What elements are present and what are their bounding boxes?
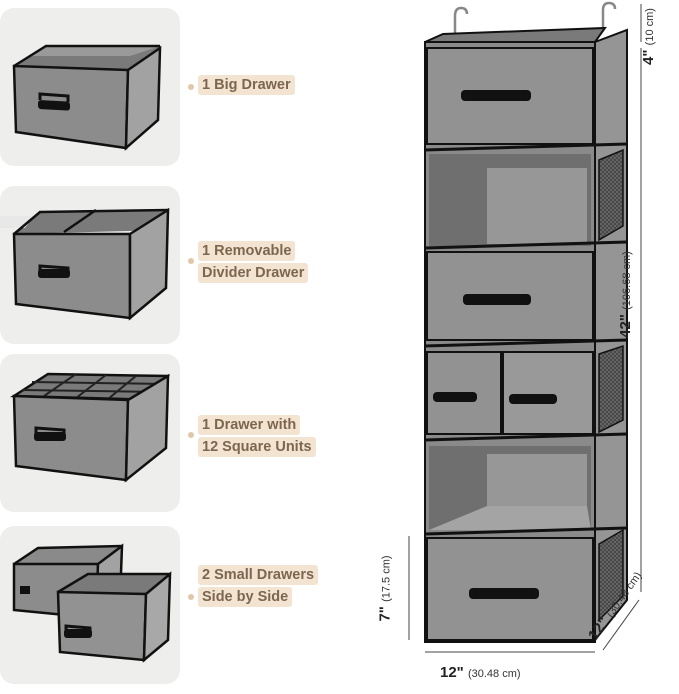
feature-label-2b: Divider Drawer [198, 263, 309, 283]
bullet-dot [188, 432, 194, 438]
dimension-drawer: 7" (17.5 cm) [376, 555, 394, 622]
bullet-dot [188, 84, 194, 90]
feature-label-4: 2 Small Drawers [198, 565, 319, 585]
hanging-organizer-illustration [408, 1, 642, 653]
feature-label-3b: 12 Square Units [198, 437, 316, 457]
dimension-top: 4" (10 cm) [639, 8, 657, 65]
bullet-dot [188, 594, 194, 600]
hook-icon [453, 1, 617, 40]
grid-drawer-icon [9, 372, 170, 483]
bullet-dot [188, 258, 194, 264]
big-drawer-icon [12, 44, 162, 151]
handle-icon [509, 394, 557, 404]
feature-panel-divider-drawer [0, 186, 180, 344]
feature-label-2: 1 Removable [198, 241, 296, 261]
feature-label-4b: Side by Side [198, 587, 293, 607]
two-small-drawers-icon [12, 543, 172, 663]
feature-panel-grid-drawer [0, 354, 180, 512]
handle-icon [469, 588, 539, 599]
dimension-width: 12" (30.48 cm) [440, 664, 521, 681]
dimension-height: 42" (106.68 cm) [616, 251, 634, 338]
mesh-pocket-icon [598, 148, 624, 242]
mesh-pocket-icon [598, 344, 624, 434]
feature-panel-small-drawers [0, 526, 180, 684]
divider-drawer-icon [0, 207, 170, 321]
handle-icon [463, 294, 531, 305]
feature-label-1: 1 Big Drawer [198, 75, 295, 95]
handle-icon [461, 90, 531, 101]
feature-panel-big-drawer [0, 8, 180, 166]
handle-icon [433, 392, 477, 402]
mesh-pocket-icon [598, 528, 624, 622]
feature-label-3: 1 Drawer with [198, 415, 301, 435]
